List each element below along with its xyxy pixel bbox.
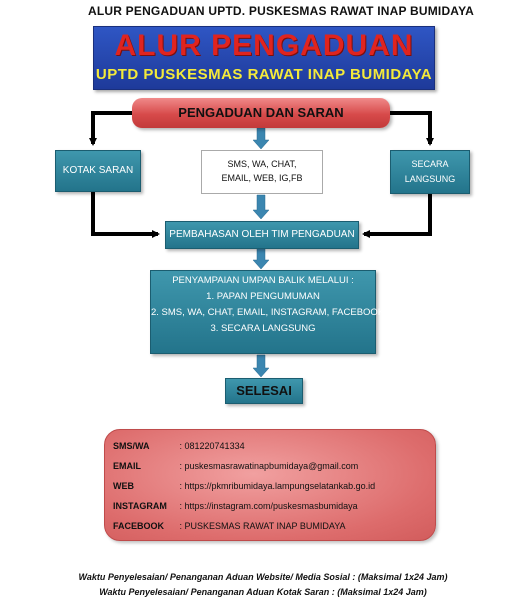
contact-row-facebook: FACEBOOK : PUSKESMAS RAWAT INAP BUMIDAYA bbox=[113, 521, 346, 531]
arrow-pembahasan-to-penyampaian bbox=[252, 247, 270, 270]
note-kotak-saran: Waktu Penyelesaian/ Penanganan Aduan Kot… bbox=[99, 587, 427, 597]
arrow-start-to-sms bbox=[252, 127, 270, 150]
contact-row-email: EMAIL : puskesmasrawatinapbumidaya@gmail… bbox=[113, 461, 358, 471]
contact-label: EMAIL bbox=[113, 461, 141, 471]
contact-value: : PUSKESMAS RAWAT INAP BUMIDAYA bbox=[179, 521, 346, 531]
penyampaian-item: 1. PAPAN PENGUMUMAN bbox=[206, 291, 320, 302]
contact-row-instagram: INSTAGRAM : https://instagram.com/puskes… bbox=[113, 501, 358, 511]
contact-label: FACEBOOK bbox=[113, 521, 165, 531]
contact-label: SMS/WA bbox=[113, 441, 150, 451]
document-title: ALUR PENGADUAN UPTD. PUSKESMAS RAWAT INA… bbox=[88, 4, 475, 18]
banner-subtitle: UPTD PUSKESMAS RAWAT INAP BUMIDAYA bbox=[95, 66, 433, 83]
channel-digital: SMS, WA, CHAT, EMAIL, WEB, IG,FB bbox=[201, 150, 323, 194]
channel-langsung-line1: SECARA bbox=[411, 159, 449, 169]
contact-value: : https://instagram.com/puskesmasbumiday… bbox=[179, 501, 358, 511]
contact-value: : puskesmasrawatinapbumidaya@gmail.com bbox=[179, 461, 359, 471]
contact-label: WEB bbox=[113, 481, 134, 491]
arrow-start-to-kotak-saran bbox=[89, 111, 132, 146]
banner-title: ALUR PENGADUAN bbox=[114, 29, 414, 62]
penyampaian-heading: PENYAMPAIAN UMPAN BALIK MELALUI : bbox=[172, 275, 354, 286]
arrow-start-to-langsung bbox=[390, 111, 434, 146]
penyampaian-item: 3. SECARA LANGSUNG bbox=[210, 323, 316, 334]
channel-digital-line2: EMAIL, WEB, IG,FB bbox=[221, 173, 303, 183]
contact-label: INSTAGRAM bbox=[113, 501, 167, 511]
end-node: SELESAI bbox=[225, 378, 303, 404]
contact-row-sms: SMS/WA : 081220741334 bbox=[113, 441, 245, 451]
channel-kotak-saran: KOTAK SARAN bbox=[55, 150, 141, 192]
penyampaian-node: PENYAMPAIAN UMPAN BALIK MELALUI : 1. PAP… bbox=[150, 270, 385, 354]
contact-panel: SMS/WA : 081220741334 EMAIL : puskesmasr… bbox=[104, 429, 436, 541]
channel-digital-line1: SMS, WA, CHAT, bbox=[227, 159, 297, 169]
pembahasan-node: PEMBAHASAN OLEH TIM PENGADUAN bbox=[165, 221, 359, 249]
arrow-penyampaian-to-selesai bbox=[252, 354, 270, 378]
contact-row-web: WEB : https://pkmribumidaya.lampungselat… bbox=[113, 481, 375, 491]
start-node: PENGADUAN DAN SARAN bbox=[132, 98, 390, 128]
arrow-sms-to-pembahasan bbox=[252, 194, 270, 220]
title-banner: ALUR PENGADUAN UPTD PUSKESMAS RAWAT INAP… bbox=[93, 26, 435, 90]
channel-secara-langsung: SECARA LANGSUNG bbox=[390, 150, 470, 194]
contact-value: : https://pkmribumidaya.lampungselatanka… bbox=[179, 481, 376, 491]
penyampaian-item: 2. SMS, WA, CHAT, EMAIL, INSTAGRAM, FACE… bbox=[151, 307, 385, 318]
note-website: Waktu Penyelesaian/ Penanganan Aduan Web… bbox=[78, 572, 448, 582]
channel-langsung-line2: LANGSUNG bbox=[404, 174, 456, 184]
contact-value: : 081220741334 bbox=[179, 441, 245, 451]
arrow-kotak-to-pembahasan bbox=[91, 190, 160, 238]
arrow-langsung-to-pembahasan bbox=[362, 194, 432, 238]
